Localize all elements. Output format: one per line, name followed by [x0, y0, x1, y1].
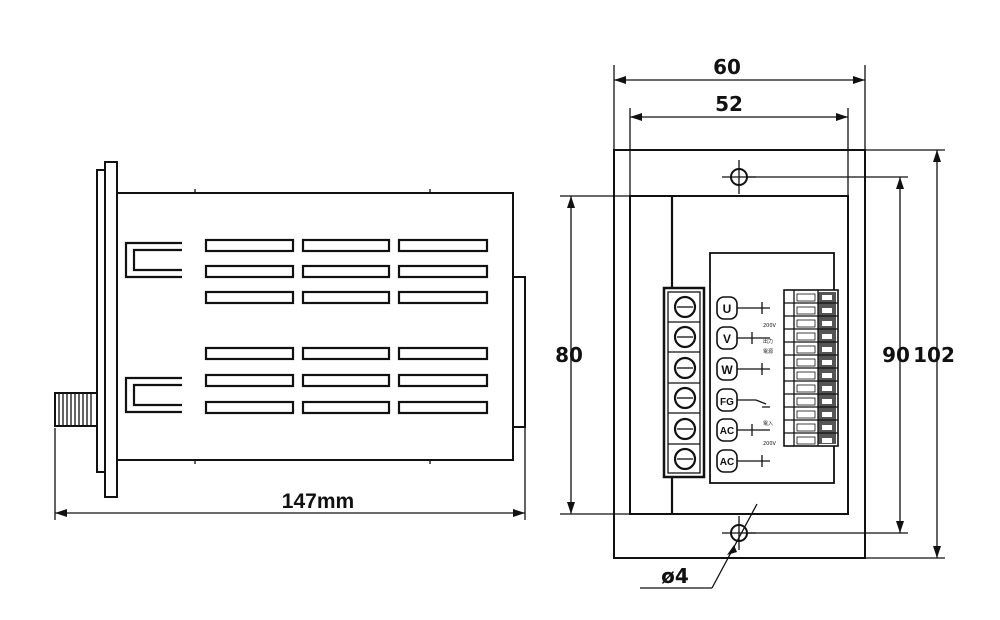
terminal-fg: FG [716, 388, 770, 412]
width-inner-dimension: 52 [629, 92, 849, 196]
note-input: 電入 [763, 421, 773, 427]
length-label: 147mm [282, 490, 354, 513]
setting-grid [783, 289, 839, 447]
screw-terminal-block [662, 286, 706, 479]
hole-leader: ø4 [640, 503, 758, 589]
housing-body [116, 192, 514, 461]
height-inner-label: 80 [555, 343, 583, 367]
svg-text:FG: FG [720, 397, 734, 408]
side-view: 147mm [54, 161, 526, 520]
height-outer-dimension: 102 [865, 149, 955, 559]
width-outer-dimension: 60 [613, 55, 866, 150]
front-flange [96, 169, 106, 473]
terminal-u: U [716, 296, 770, 320]
knob [54, 392, 98, 427]
terminal-ac-1: AC [716, 418, 770, 442]
clip-bottom [124, 376, 182, 414]
height-inner-dimension: 80 [555, 195, 672, 515]
svg-text:U: U [723, 302, 732, 316]
terminal-v: V [716, 326, 770, 350]
height-hole-dimension: 90 [747, 176, 910, 534]
svg-text:AC: AC [720, 457, 734, 468]
terminal-ac-2: AC [716, 449, 770, 473]
svg-text:V: V [723, 332, 731, 346]
rear-block [512, 276, 526, 428]
svg-text:AC: AC [720, 426, 734, 437]
clip-top [124, 241, 182, 279]
width-inner-label: 52 [715, 92, 743, 116]
hole-label: ø4 [661, 564, 689, 588]
note-200v-top: 200V [763, 323, 777, 329]
note-output: 出力 [763, 338, 773, 345]
note-power: 電源 [763, 348, 773, 355]
front-view: U V W FG [555, 55, 955, 589]
svg-text:W: W [721, 363, 733, 377]
height-outer-label: 102 [913, 343, 955, 367]
terminal-w: W [716, 357, 770, 381]
length-dimension: 147mm [54, 428, 526, 520]
vent-slots [204, 238, 489, 415]
front-panel [104, 161, 118, 498]
width-outer-label: 60 [713, 55, 741, 79]
note-200v-bottom: 200V [763, 441, 777, 447]
height-hole-label: 90 [882, 343, 910, 367]
terminal-labels: U V W FG [716, 296, 777, 473]
